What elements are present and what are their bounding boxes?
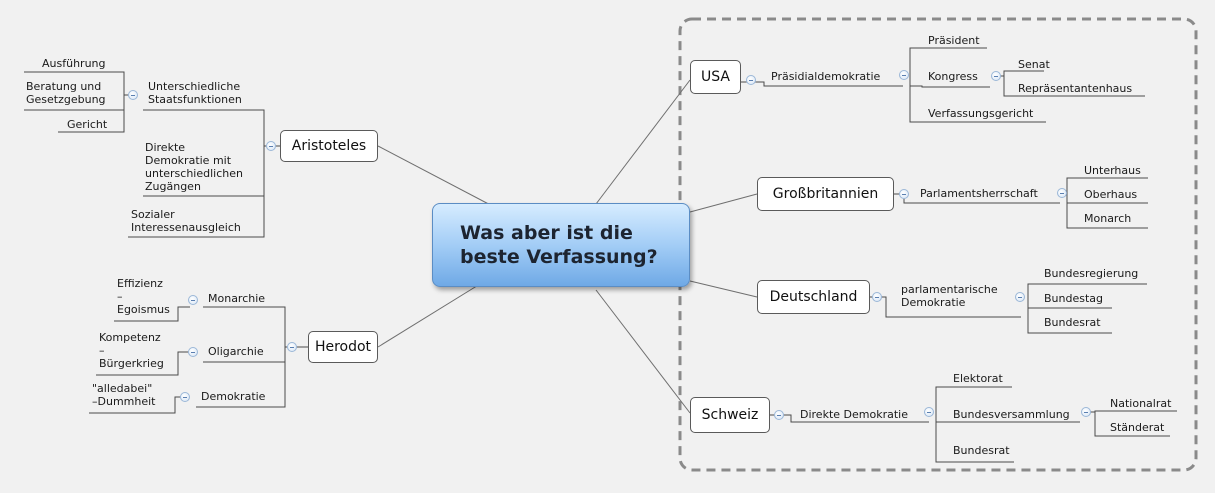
link-center-herodot [377, 283, 481, 348]
collapse-parlamentsherrschaft-icon[interactable] [1057, 188, 1067, 198]
subtopic-sozialer-ausgleich[interactable]: Sozialer Interessenausgleich [131, 208, 241, 234]
item-beratung[interactable]: Beratung und Gesetzgebung [26, 80, 106, 106]
monarchie-detail-line1: Effizienz [117, 277, 163, 290]
item-nationalrat[interactable]: Nationalrat [1110, 397, 1172, 410]
collapse-herodot-icon[interactable] [287, 342, 297, 352]
topic-deutschland-label: Deutschland [769, 289, 858, 305]
collapse-kongress-icon[interactable] [991, 71, 1001, 81]
topic-aristoteles-label: Aristoteles [291, 138, 367, 154]
collapse-demokratie-icon[interactable] [180, 392, 190, 402]
direkte-line3: unterschiedlichen [145, 167, 243, 180]
system-de-line2: Demokratie [901, 296, 966, 309]
system-direkte-demokratie[interactable]: Direkte Demokratie [800, 408, 908, 421]
link-center-de [689, 280, 758, 298]
central-topic[interactable]: Was aber ist die beste Verfassung? [432, 203, 690, 287]
collapse-parl-demokratie-icon[interactable] [1015, 292, 1025, 302]
item-ausfuehrung[interactable]: Ausführung [42, 57, 106, 70]
item-oberhaus[interactable]: Oberhaus [1084, 188, 1138, 201]
item-senat[interactable]: Senat [1018, 58, 1050, 71]
demokratie-detail-line1: "alledabei" [92, 382, 153, 395]
collapse-monarchie-icon[interactable] [188, 295, 198, 305]
link-center-gb [689, 193, 758, 213]
link-center-aristoteles [377, 145, 501, 211]
topic-schweiz-label: Schweiz [701, 407, 759, 423]
item-praesident[interactable]: Präsident [928, 34, 980, 47]
topic-usa-label: USA [701, 69, 730, 85]
topic-grossbritannien-label: Großbritannien [772, 186, 879, 202]
collapse-aristoteles-icon[interactable] [266, 141, 276, 151]
topic-deutschland[interactable]: Deutschland [757, 280, 870, 314]
topic-aristoteles[interactable]: Aristoteles [280, 130, 378, 162]
collapse-schweiz-icon[interactable] [774, 410, 784, 420]
item-bundesregierung[interactable]: Bundesregierung [1044, 267, 1139, 280]
topic-herodot-label: Herodot [314, 339, 372, 355]
collapse-praesidialdemokratie-icon[interactable] [899, 70, 909, 80]
item-verfassungsgericht[interactable]: Verfassungsgericht [928, 107, 1034, 120]
subtopic-kongress[interactable]: Kongress [928, 70, 978, 83]
item-beratung-line2: Gesetzgebung [26, 93, 106, 106]
collapse-deutschland-icon[interactable] [872, 292, 882, 302]
sozial-line1: Sozialer [131, 208, 175, 221]
collapse-oligarchie-icon[interactable] [188, 347, 198, 357]
item-bundesrat-ch[interactable]: Bundesrat [953, 444, 1010, 457]
topic-usa[interactable]: USA [690, 60, 741, 94]
topic-herodot[interactable]: Herodot [308, 331, 378, 363]
sozial-line2: Interessenausgleich [131, 221, 241, 234]
system-parlamentarische-demokratie[interactable]: parlamentarische Demokratie [901, 283, 998, 309]
item-beratung-line1: Beratung und [26, 80, 102, 93]
oligarchie-detail-line3: Bürgerkrieg [99, 357, 164, 370]
item-repraesentantenhaus[interactable]: Repräsentantenhaus [1018, 82, 1133, 95]
item-gericht[interactable]: Gericht [67, 118, 108, 131]
item-staenderat[interactable]: Ständerat [1110, 421, 1165, 434]
oligarchie-detail-line2: – [99, 344, 105, 357]
subtopic-monarchie[interactable]: Monarchie [208, 292, 266, 305]
system-de-line1: parlamentarische [901, 283, 998, 296]
direkte-line1: Direkte [145, 141, 186, 154]
collapse-staatsfunktionen-icon[interactable] [128, 90, 138, 100]
collapse-direkte-demokratie-icon[interactable] [924, 407, 934, 417]
staatsfunktionen-line1: Unterschiedliche [148, 80, 241, 93]
detail-demokratie[interactable]: "alledabei" –Dummheit [92, 382, 155, 408]
link-center-usa [595, 79, 691, 205]
system-praesidialdemokratie[interactable]: Präsidialdemokratie [771, 70, 881, 83]
link-center-ch [595, 289, 691, 414]
demokratie-detail-line2: –Dummheit [92, 395, 156, 408]
collapse-usa-icon[interactable] [746, 75, 756, 85]
system-parlamentsherrschaft[interactable]: Parlamentsherrschaft [920, 187, 1038, 200]
detail-oligarchie[interactable]: Kompetenz – Bürgerkrieg [99, 331, 164, 370]
topic-schweiz[interactable]: Schweiz [690, 397, 770, 433]
monarchie-detail-line2: – [117, 290, 123, 303]
subtopic-direkte-demokratie[interactable]: Direkte Demokratie mit unterschiedlichen… [145, 141, 243, 193]
collapse-grossbritannien-icon[interactable] [899, 189, 909, 199]
item-elektorat[interactable]: Elektorat [953, 372, 1003, 385]
subtopic-demokratie[interactable]: Demokratie [201, 390, 266, 403]
direkte-line4: Zugängen [145, 180, 201, 193]
oligarchie-detail-line1: Kompetenz [99, 331, 161, 344]
item-bundesrat-de[interactable]: Bundesrat [1044, 316, 1101, 329]
collapse-bundesversammlung-icon[interactable] [1081, 407, 1091, 417]
item-monarch[interactable]: Monarch [1084, 212, 1132, 225]
item-unterhaus[interactable]: Unterhaus [1084, 164, 1141, 177]
topic-grossbritannien[interactable]: Großbritannien [757, 177, 894, 211]
subtopic-oligarchie[interactable]: Oligarchie [208, 345, 264, 358]
monarchie-detail-line3: Egoismus [117, 303, 170, 316]
item-bundestag[interactable]: Bundestag [1044, 292, 1104, 305]
direkte-line2: Demokratie mit [145, 154, 232, 167]
subtopic-staatsfunktionen[interactable]: Unterschiedliche Staatsfunktionen [148, 80, 242, 106]
subtopic-bundesversammlung[interactable]: Bundesversammlung [953, 408, 1070, 421]
central-topic-line2: beste Verfassung? [460, 246, 658, 268]
central-topic-line1: Was aber ist die [460, 222, 633, 244]
staatsfunktionen-line2: Staatsfunktionen [148, 93, 242, 106]
detail-monarchie[interactable]: Effizienz – Egoismus [117, 277, 170, 316]
